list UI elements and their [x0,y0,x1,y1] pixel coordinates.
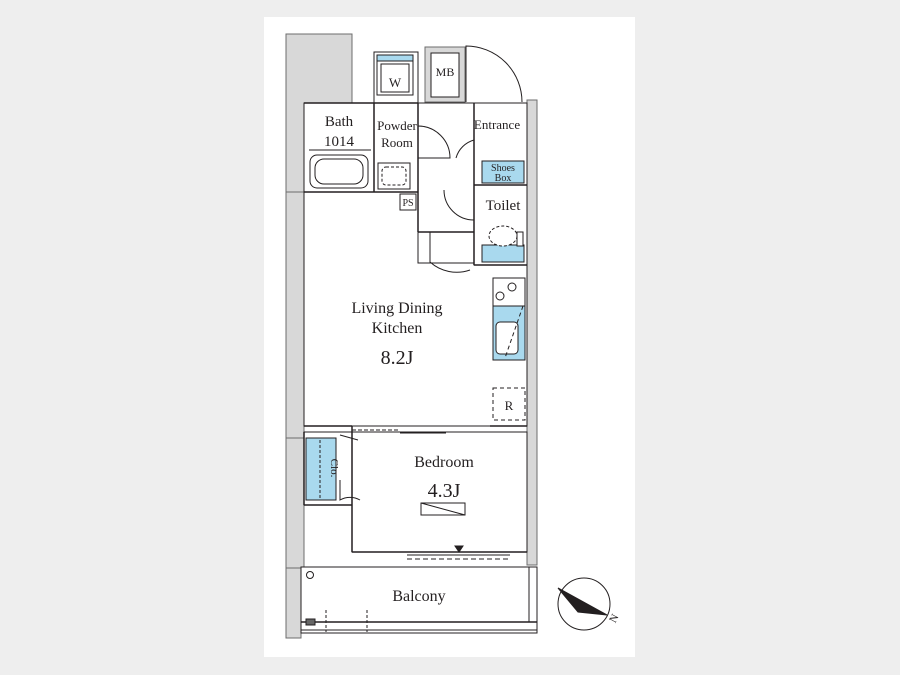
ldk-door [429,232,471,273]
powder-room-label-2: Room [381,135,413,150]
bath-size-label: 1014 [324,134,355,150]
burner-2 [495,291,505,301]
shoes-box-label-1: Shoes [491,163,515,174]
balcony-hatch [305,618,316,626]
toilet-bowl [488,225,518,247]
powder-room-label-1: Powder [377,118,417,133]
bathtub-inner [314,158,364,185]
balcony-label: Balcony [392,588,445,605]
vanity-basin [381,166,407,186]
ldk-label-2: Kitchen [372,320,423,337]
compass-needle [557,587,608,616]
washer-tap [376,54,414,62]
bath-label: Bath [325,114,354,130]
mb-closet [430,52,460,98]
entrance-label: Entrance [474,117,520,132]
shoes-box [481,160,525,184]
toilet-door [443,189,475,221]
powder-door [417,125,451,159]
bedroom-door-swing [339,434,359,441]
entrance-door [465,45,523,103]
air-conditioner-slash [420,502,466,516]
hall-door [455,139,475,160]
toilet-label: Toilet [486,198,522,214]
compass-ring [557,577,611,631]
pipe-space-label: PS [402,198,413,209]
kitchen-sink [495,321,519,355]
ldk-label-1: Living Dining [351,300,442,317]
toilet-sink [516,231,524,247]
bedroom-label: Bedroom [414,454,474,471]
closet-box [305,437,337,501]
refrigerator-label: R [505,398,514,413]
compass-north-label: N [607,612,621,625]
interior-walls [303,102,527,553]
left-lower-wall [285,437,305,569]
meter-box-label: MB [436,65,455,79]
refrigerator-space [492,387,526,421]
closet-label: Clo. [328,459,340,478]
kitchen-counter-dash [504,305,524,359]
washer-machine [380,63,410,93]
stove [492,277,526,307]
balcony-drain [306,571,314,579]
bedroom-size-label: 4.3J [428,480,461,502]
burner-1 [507,282,517,292]
closet-door [339,480,361,501]
toilet-tank [481,244,525,263]
pipe-space-box [399,193,417,211]
washer-label: W [389,75,402,90]
shoes-box-label-2: Box [495,173,512,184]
window-arrow [454,545,464,553]
right-wall-strip [526,99,538,566]
ldk-size-label: 8.2J [381,347,414,369]
